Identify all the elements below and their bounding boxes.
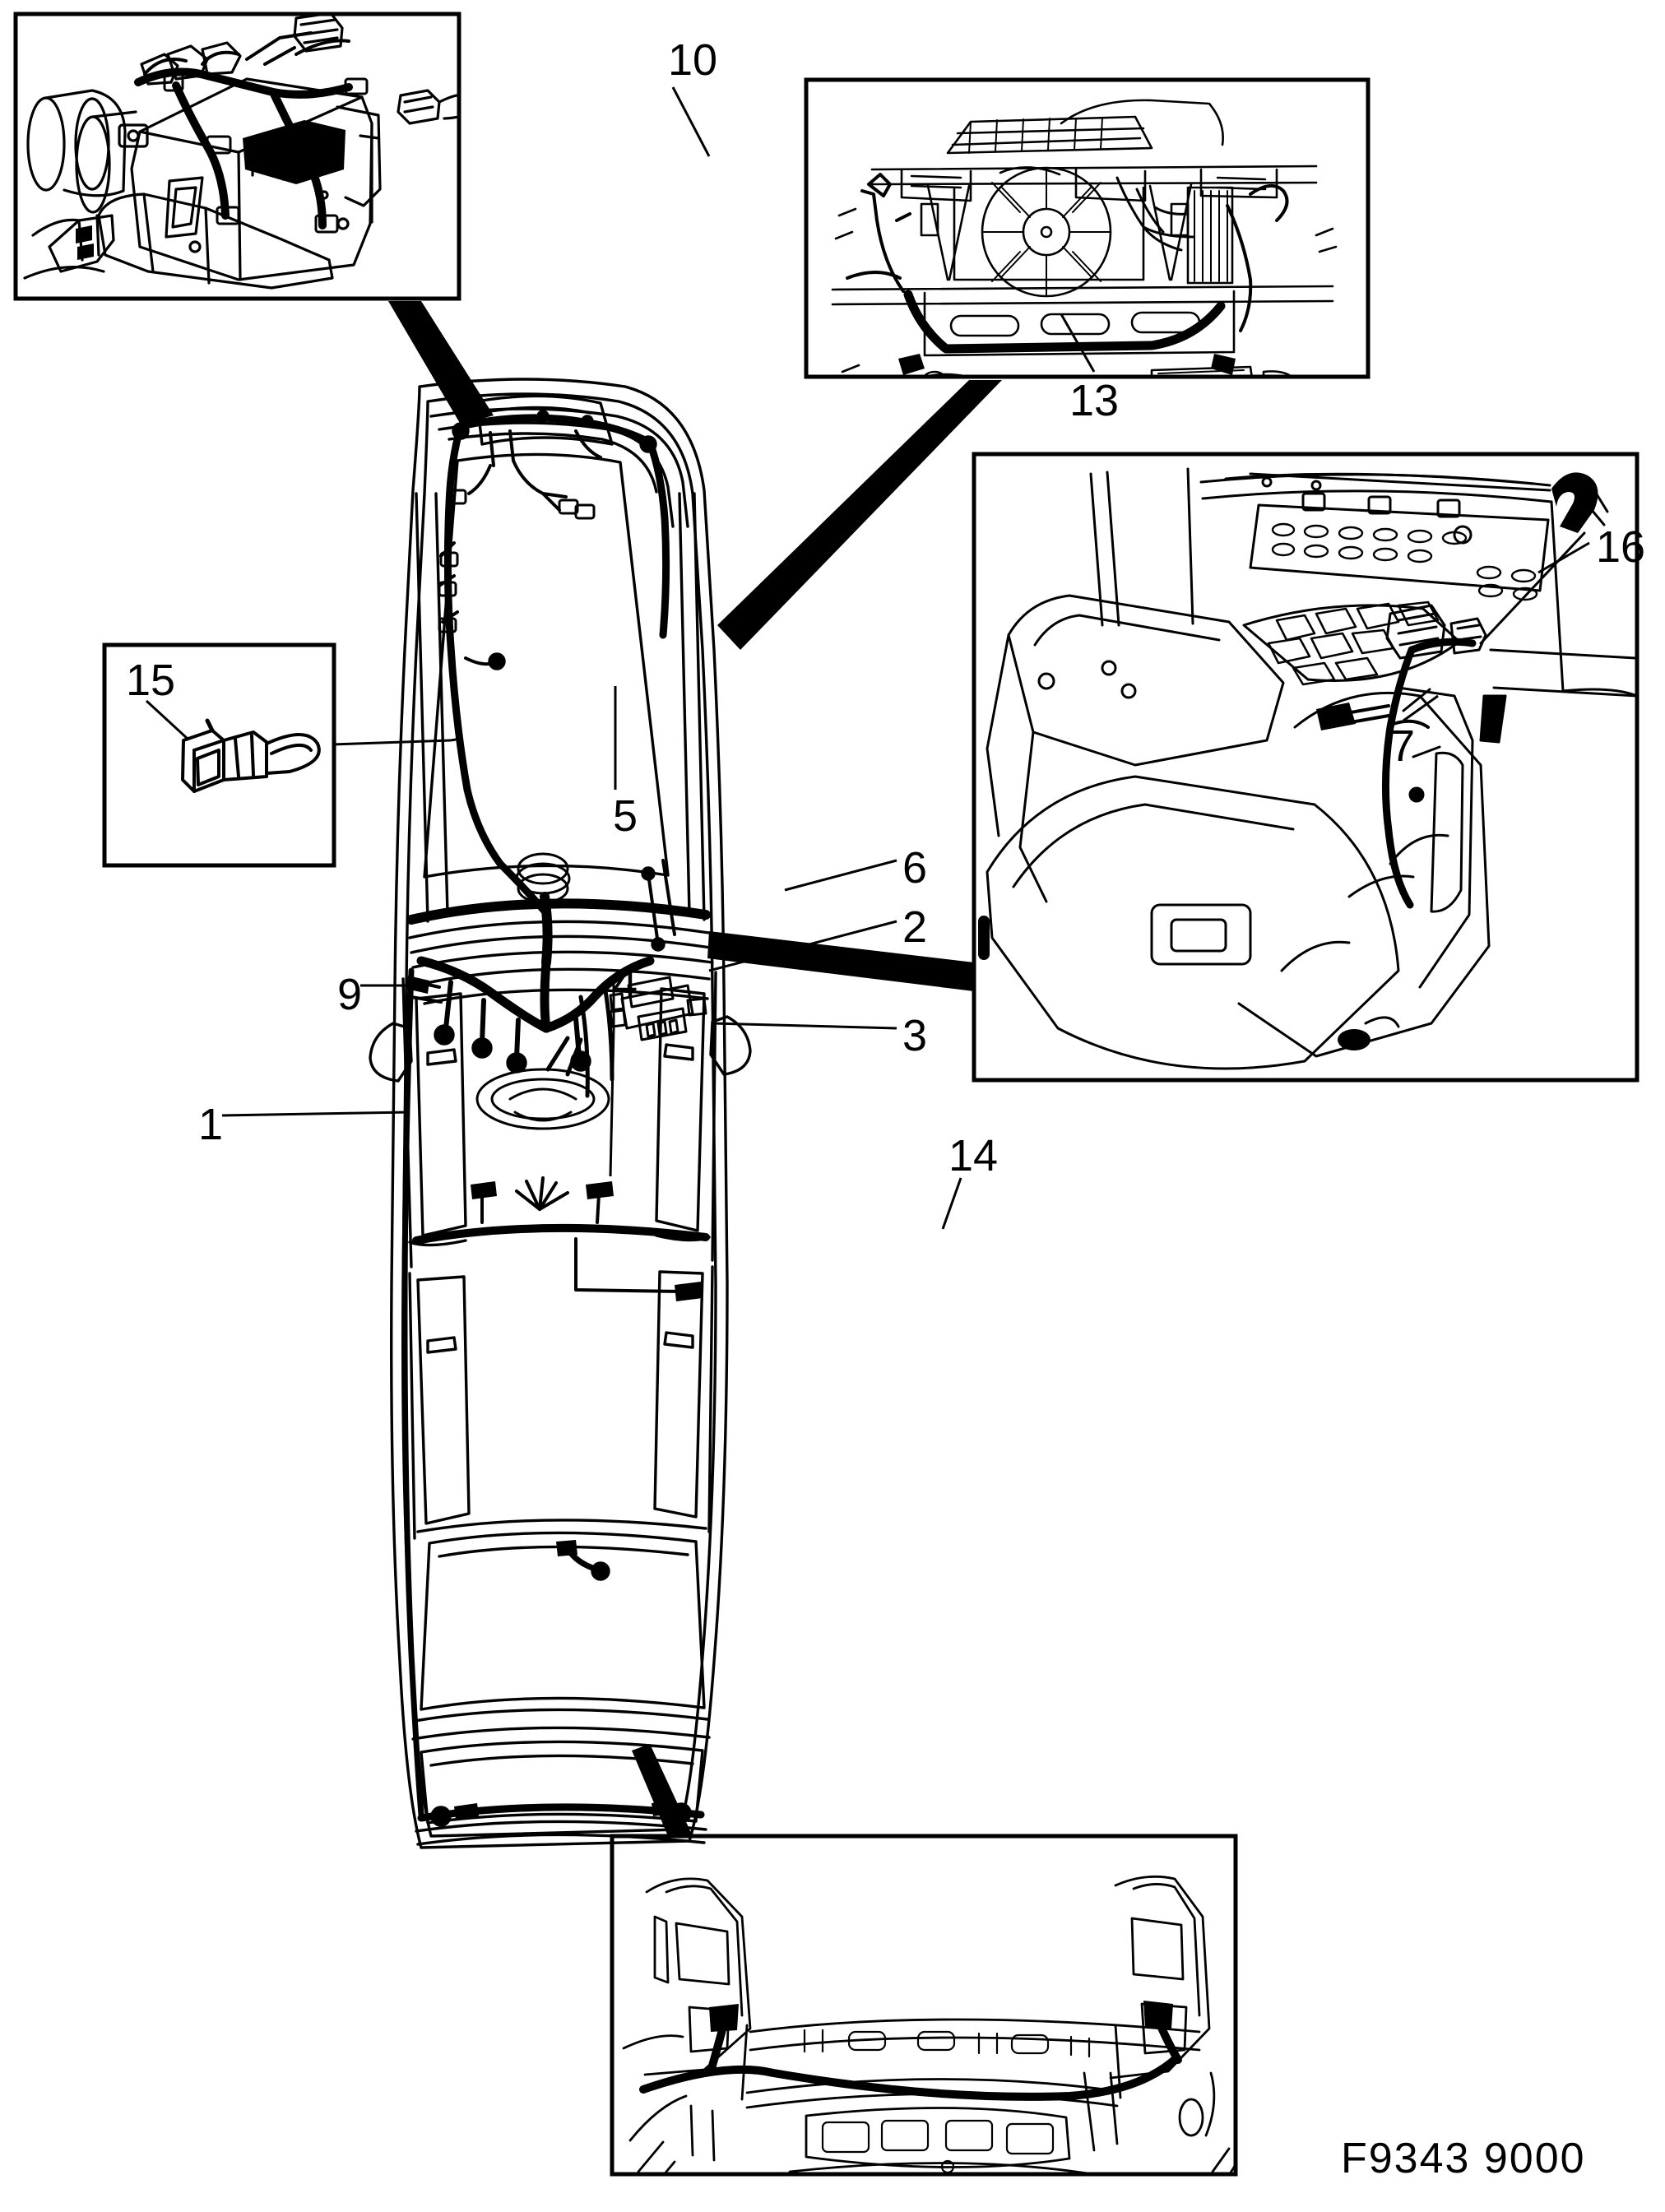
front-crossmember-illustration [831,99,1338,375]
panel-e-border [610,1834,1238,2177]
panel-a-border [13,12,461,301]
callout-6: 6 [902,843,928,893]
callout-leaders [145,86,1590,1230]
callout-13: 13 [1069,376,1120,425]
callout-9: 9 [337,970,363,1019]
callout-4: 4 [613,958,638,1008]
panel-d-border [102,642,336,868]
glovebox-dash-illustration [978,467,1635,1070]
panel-leader-lines [332,301,1002,1836]
callout-7: 7 [1390,721,1416,771]
panel-b-border [804,77,1370,379]
callout-15: 15 [126,656,176,705]
connector-illustration [181,718,321,793]
figure-reference: F9343 9000 [1341,2135,1586,2182]
callout-2: 2 [902,902,928,952]
callout-10: 10 [668,35,718,85]
callout-14: 14 [948,1131,999,1180]
panel-c-border [972,452,1639,1083]
heater-unit-illustration [23,16,457,290]
callout-16: 16 [1596,522,1646,572]
callout-1: 1 [198,1100,224,1149]
vehicle-plan-view-illustration [369,378,752,1849]
callout-3: 3 [902,1011,928,1060]
callout-5: 5 [613,791,638,841]
rear-panel-illustration [622,1875,1234,2173]
